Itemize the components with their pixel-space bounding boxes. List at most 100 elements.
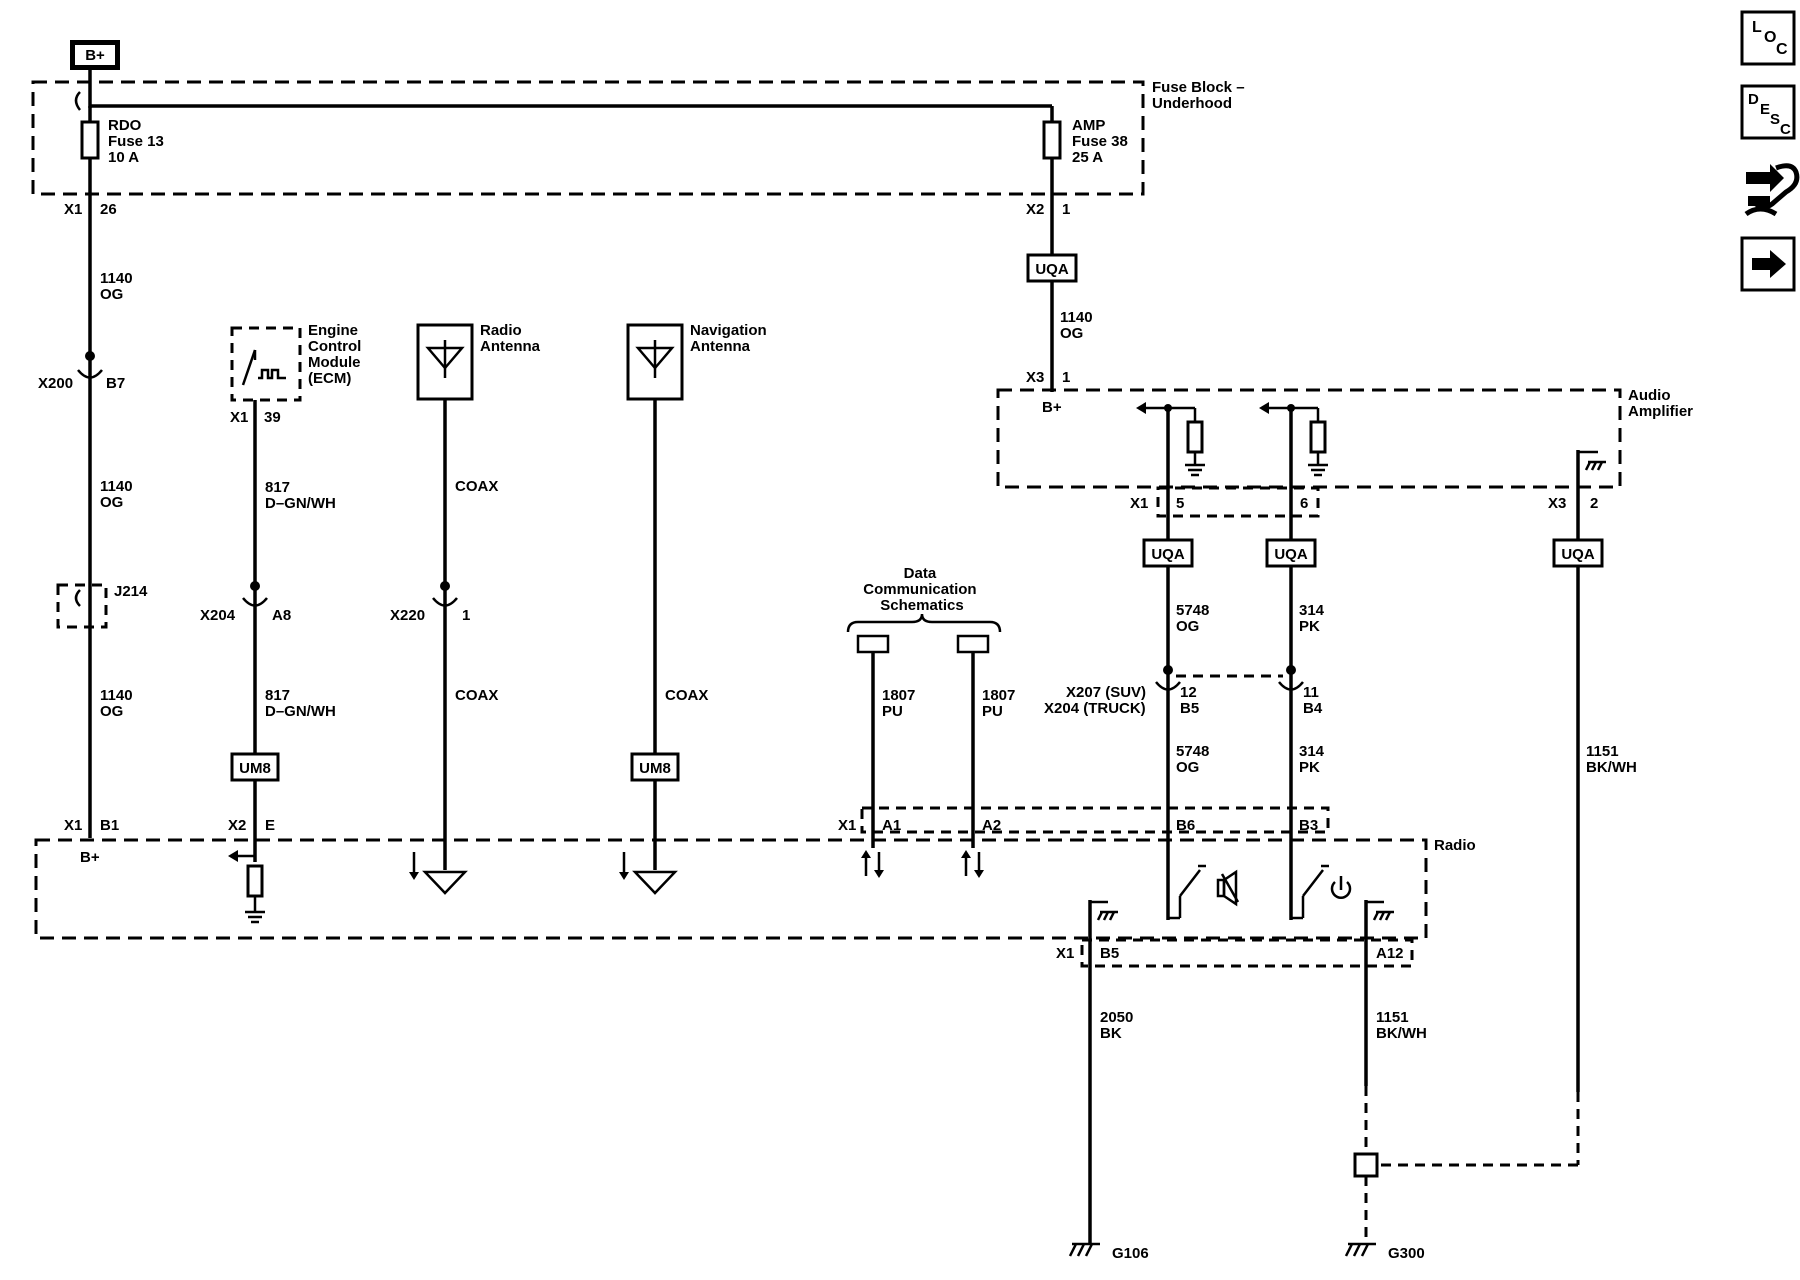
ground-icon bbox=[245, 910, 265, 924]
desc-letter: S bbox=[1770, 111, 1780, 128]
data-pin-a1: A1 bbox=[882, 817, 901, 834]
audio-amplifier-title: Audio Amplifier bbox=[1628, 387, 1693, 420]
desc-letter: E bbox=[1760, 101, 1770, 118]
um8-ecm-box bbox=[230, 752, 280, 782]
wire-1807-a: 1807 PU bbox=[882, 687, 920, 720]
nav-coax: COAX bbox=[665, 687, 708, 704]
data-x1-label: X1 bbox=[838, 817, 856, 834]
splice-j214-icon bbox=[56, 583, 108, 629]
wire-314-b: 314 PK bbox=[1299, 743, 1328, 776]
radio-x2-pin-e: E bbox=[265, 817, 275, 834]
audio-amplifier-box bbox=[996, 388, 1622, 489]
amp-pin-6: 6 bbox=[1300, 495, 1308, 512]
um8-nav-box bbox=[630, 752, 680, 782]
fuse-block-underhood: RDO Fuse 13 10 A AMP Fuse 38 25 A Fuse B… bbox=[31, 70, 1245, 218]
radio-antenna-circuit: Radio Antenna COAX X220 1 COAX bbox=[390, 322, 541, 895]
bidirectional-arrow-icon bbox=[861, 850, 884, 878]
desc-letter: C bbox=[1780, 121, 1791, 138]
radio-gnd-x1-label: X1 bbox=[1056, 945, 1074, 962]
uqa-2-box bbox=[1552, 538, 1604, 568]
data-pin-a2: A2 bbox=[982, 817, 1001, 834]
wire-2050-bk: 2050 BK bbox=[1100, 1009, 1138, 1042]
radio-pin-b6: B6 bbox=[1176, 817, 1195, 834]
wire-5748-a: 5748 OG bbox=[1176, 602, 1214, 635]
wire-5748-b: 5748 OG bbox=[1176, 743, 1214, 776]
j214-label: J214 bbox=[114, 583, 148, 600]
power-source: B+ bbox=[70, 40, 120, 70]
radio-coax-1: COAX bbox=[455, 478, 498, 495]
mute-switch-icon bbox=[1179, 869, 1201, 897]
resistor-icon bbox=[246, 864, 264, 898]
uqa-2-label: UQA bbox=[1561, 546, 1595, 563]
connector-x207-icon bbox=[1278, 681, 1304, 691]
wire-817-2: 817 D–GN/WH bbox=[265, 687, 336, 720]
ground-icon bbox=[1308, 463, 1328, 477]
desc-letter: D bbox=[1748, 91, 1759, 108]
amp-pin-2: 2 bbox=[1590, 495, 1598, 512]
x204-pin: A8 bbox=[272, 607, 291, 624]
wire-817-1: 817 D–GN/WH bbox=[265, 479, 336, 512]
radio-antenna-title: Radio Antenna bbox=[480, 322, 541, 355]
amp-fuse-label: AMP Fuse 38 25 A bbox=[1072, 117, 1132, 166]
power-icon bbox=[1330, 876, 1352, 899]
desc-button[interactable]: D E S C bbox=[1740, 84, 1796, 140]
nav-antenna-title: Navigation Antenna bbox=[690, 322, 771, 355]
wire-1140-og-3: 1140 OG bbox=[100, 687, 137, 720]
mute-speaker-icon bbox=[1216, 869, 1240, 907]
nav-receiver-icon bbox=[632, 870, 678, 895]
loc-letter: L bbox=[1752, 19, 1762, 36]
ground-g106-icon bbox=[1068, 1242, 1100, 1257]
chassis-ground-icon bbox=[1372, 910, 1394, 921]
next-page-button[interactable] bbox=[1740, 236, 1796, 292]
ecm-box bbox=[230, 326, 302, 402]
radio-box bbox=[34, 838, 1428, 940]
amp-feed-circuit: UQA 1140 OG X3 1 B+ bbox=[1026, 194, 1097, 416]
g300-label: G300 bbox=[1388, 1245, 1425, 1262]
audio-amplifier: Audio Amplifier bbox=[996, 387, 1693, 518]
repair-tools-button[interactable] bbox=[1744, 163, 1800, 217]
connector-x220-icon bbox=[432, 597, 458, 607]
power-switch-icon bbox=[1302, 869, 1324, 897]
wire-1151-amp: 1151 BK/WH bbox=[1586, 743, 1637, 776]
radio-x1-pin-b1: B1 bbox=[100, 817, 119, 834]
wire-1807-b: 1807 PU bbox=[982, 687, 1020, 720]
wire-1140-og-amp: 1140 OG bbox=[1060, 309, 1097, 342]
receiver-icon bbox=[422, 870, 468, 895]
fuse-x1-pin: 26 bbox=[100, 201, 117, 218]
loc-letter: C bbox=[1776, 41, 1788, 58]
x220-pin: 1 bbox=[462, 607, 470, 624]
rdo-fuse-label: RDO Fuse 13 10 A bbox=[108, 117, 168, 166]
radio-module: Radio X1 B5 A12 bbox=[34, 837, 1476, 1180]
pulse-signal-icon bbox=[258, 368, 286, 380]
pin-b4: B4 bbox=[1303, 700, 1323, 717]
wire-1140-og-2: 1140 OG bbox=[100, 478, 137, 511]
loc-button[interactable]: L O C bbox=[1740, 10, 1796, 66]
ecm-x1-pin: 39 bbox=[264, 409, 281, 426]
g106-label: G106 bbox=[1112, 1245, 1149, 1262]
amp-bplus-label: B+ bbox=[1042, 399, 1062, 416]
wire-314-a: 314 PK bbox=[1299, 602, 1328, 635]
power-label: B+ bbox=[85, 47, 105, 64]
rdo-circuit: 1140 OG X200 B7 1140 OG J214 1140 OG X1 … bbox=[38, 194, 148, 866]
x220-label: X220 bbox=[390, 607, 425, 624]
amp-resistor-icon bbox=[1309, 420, 1327, 454]
loc-letter: O bbox=[1764, 29, 1776, 46]
rdo-fuse-icon bbox=[80, 120, 100, 160]
speaker-circuits: UQA UQA UQA 5748 OG 314 PK X207 (SUV) X2… bbox=[1044, 408, 1637, 1092]
radio-x1-label: X1 bbox=[64, 817, 82, 834]
data-comm-title: Data Communication Schematics bbox=[863, 565, 981, 614]
amp-x1-label: X1 bbox=[1130, 495, 1148, 512]
uqa-amp-label: UQA bbox=[1035, 261, 1069, 278]
wire-1151-bkwh: 1151 BK/WH bbox=[1376, 1009, 1427, 1042]
x204-label: X204 bbox=[200, 607, 236, 624]
um8-ecm-label: UM8 bbox=[239, 760, 271, 777]
ecm-circuit: Engine Control Module (ECM) X1 39 817 D–… bbox=[200, 322, 366, 924]
radio-x2-label: X2 bbox=[228, 817, 246, 834]
pin-11: 11 bbox=[1303, 684, 1319, 701]
radio-bplus-label: B+ bbox=[80, 849, 100, 866]
ecm-title: Engine Control Module (ECM) bbox=[308, 322, 366, 387]
uqa-5-box bbox=[1142, 538, 1194, 568]
pin-12: 12 bbox=[1180, 684, 1197, 701]
data-comm-circuit: Data Communication Schematics 1807 PU 18… bbox=[838, 565, 1330, 878]
